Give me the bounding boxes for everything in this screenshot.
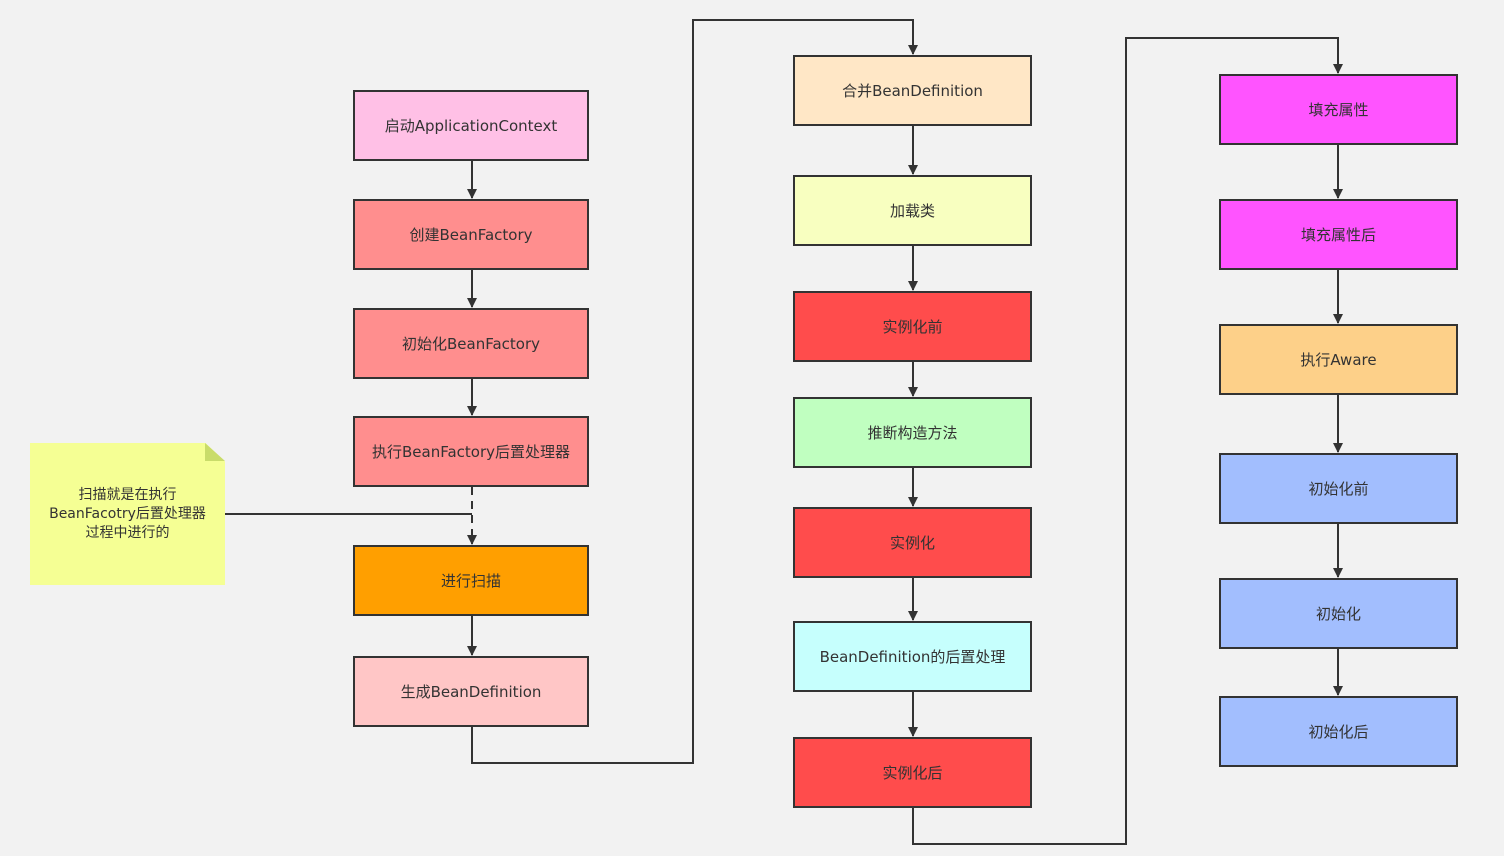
node-create-bean-factory[interactable]: 创建BeanFactory <box>353 199 589 270</box>
node-merge-bean-definition[interactable]: 合并BeanDefinition <box>793 55 1032 126</box>
node-label: 初始化 <box>1315 605 1361 623</box>
node-start-application-context[interactable]: 启动ApplicationContext <box>353 90 589 161</box>
node-label: 生成BeanDefinition <box>400 683 542 701</box>
scan-note-line-2: BeanFacotry后置处理器 <box>49 505 206 522</box>
node-run-bean-factory-post-processors[interactable]: 执行BeanFactory后置处理器 <box>353 416 589 487</box>
node-before-initialization[interactable]: 初始化前 <box>1219 453 1458 524</box>
node-label: 初始化后 <box>1308 723 1369 741</box>
scan-note-line-1: 扫描就是在执行 <box>78 486 177 503</box>
node-infer-constructor[interactable]: 推断构造方法 <box>793 397 1032 468</box>
node-label: 实例化前 <box>882 318 943 336</box>
node-label: 进行扫描 <box>440 572 501 590</box>
node-label: 合并BeanDefinition <box>842 82 983 100</box>
scan-note: 扫描就是在执行 BeanFacotry后置处理器 过程中进行的 <box>30 443 225 585</box>
node-label: 创建BeanFactory <box>409 226 533 244</box>
node-label: 填充属性 <box>1308 101 1369 119</box>
node-populate-properties[interactable]: 填充属性 <box>1219 74 1458 145</box>
node-label: 实例化 <box>889 534 935 552</box>
node-label: 填充属性后 <box>1300 226 1376 244</box>
node-label: 实例化后 <box>882 764 943 782</box>
node-generate-bean-definition[interactable]: 生成BeanDefinition <box>353 656 589 727</box>
node-bean-definition-post-process[interactable]: BeanDefinition的后置处理 <box>793 621 1032 692</box>
scan-note-line-3: 过程中进行的 <box>85 524 170 541</box>
node-run-aware[interactable]: 执行Aware <box>1219 324 1458 395</box>
node-label: BeanDefinition的后置处理 <box>819 648 1006 666</box>
node-after-initialization[interactable]: 初始化后 <box>1219 696 1458 767</box>
node-label: 加载类 <box>889 202 935 220</box>
node-label: 初始化前 <box>1308 480 1369 498</box>
node-label: 推断构造方法 <box>867 424 958 442</box>
node-initialization[interactable]: 初始化 <box>1219 578 1458 649</box>
node-scan[interactable]: 进行扫描 <box>353 545 589 616</box>
node-label: 执行Aware <box>1300 351 1377 369</box>
arrow-generate-to-merge <box>471 19 918 764</box>
node-init-bean-factory[interactable]: 初始化BeanFactory <box>353 308 589 379</box>
node-after-populate-properties[interactable]: 填充属性后 <box>1219 199 1458 270</box>
node-label: 启动ApplicationContext <box>384 117 558 135</box>
scan-note-text: 扫描就是在执行 BeanFacotry后置处理器 过程中进行的 <box>49 486 206 543</box>
node-after-instantiation[interactable]: 实例化后 <box>793 737 1032 808</box>
node-label: 初始化BeanFactory <box>401 335 540 353</box>
node-instantiation[interactable]: 实例化 <box>793 507 1032 578</box>
arrow-after-inst-to-populate <box>912 37 1343 845</box>
node-label: 执行BeanFactory后置处理器 <box>371 443 570 461</box>
node-load-class[interactable]: 加载类 <box>793 175 1032 246</box>
node-before-instantiation[interactable]: 实例化前 <box>793 291 1032 362</box>
